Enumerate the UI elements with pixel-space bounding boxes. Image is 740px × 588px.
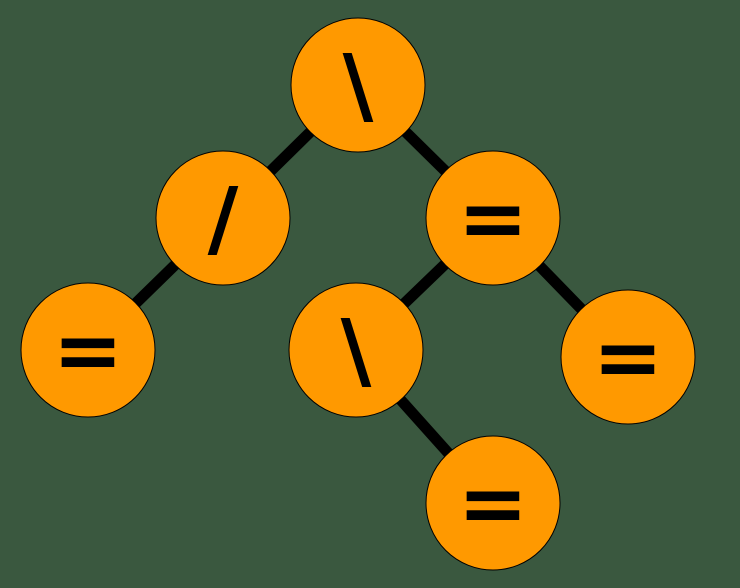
- node-label: =: [458, 169, 528, 267]
- node-circle: [425, 150, 561, 286]
- tree-node-right-left: \: [288, 282, 424, 418]
- node-circle: [288, 282, 424, 418]
- node-label: =: [458, 454, 528, 552]
- node-circle: [560, 289, 696, 425]
- node-label: /: [208, 169, 239, 267]
- tree-node-left: /: [155, 150, 291, 286]
- node-circle: [290, 17, 426, 153]
- node-circle: [155, 150, 291, 286]
- node-circle: [425, 435, 561, 571]
- node-label: \: [341, 301, 372, 399]
- node-circle: [20, 282, 156, 418]
- node-label: =: [53, 301, 123, 399]
- tree-node-right-right: =: [560, 289, 696, 425]
- tree-node-root: \: [290, 17, 426, 153]
- node-label: \: [343, 36, 374, 134]
- tree-node-left-left: =: [20, 282, 156, 418]
- tree-node-right-left-right: =: [425, 435, 561, 571]
- tree-node-right: =: [425, 150, 561, 286]
- node-label: =: [593, 308, 663, 406]
